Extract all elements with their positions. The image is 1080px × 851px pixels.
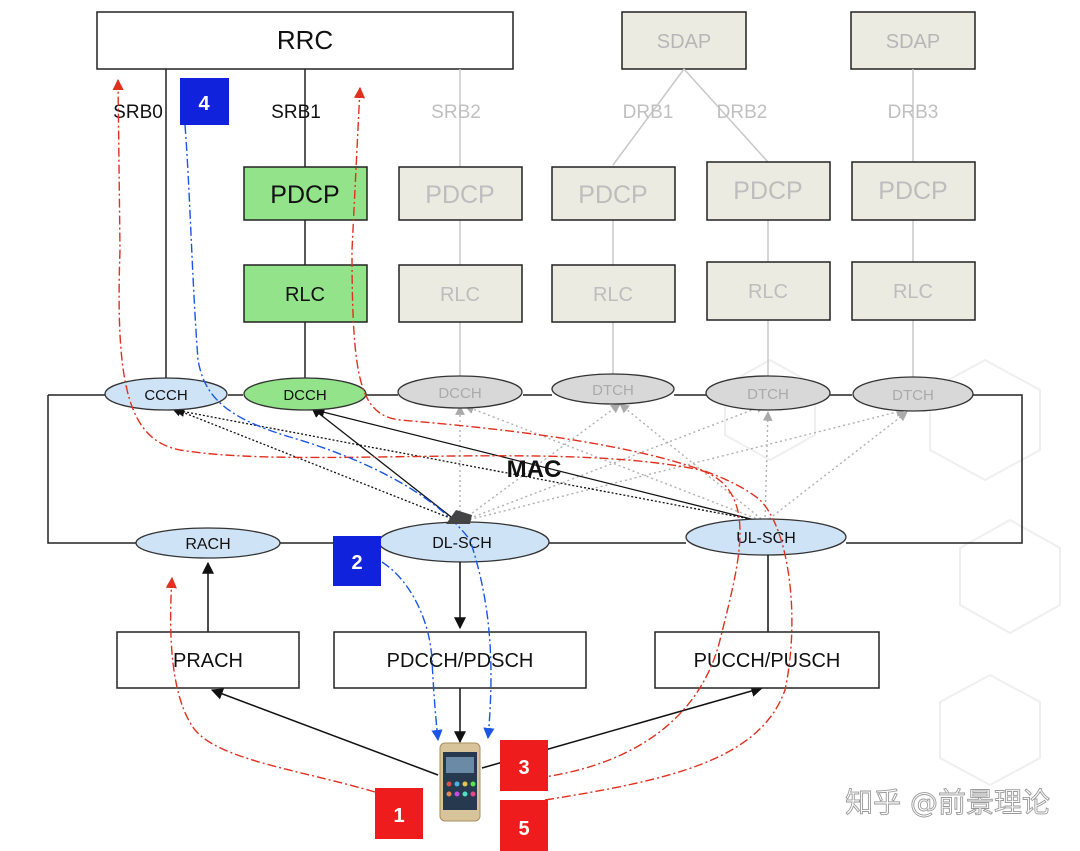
logical-channel-dcch-srb2 [397,375,523,409]
downlink-signalling-paths [184,124,495,742]
transport-channel-ulsch-label: UL-SCH [736,530,796,547]
pdcp-label-srb2: PDCP [425,181,494,209]
step-badge-1: 1 [375,788,423,839]
rlc-label-drb3: RLC [893,281,933,303]
bearer-lines [165,68,914,383]
sdap-box-right [850,11,976,70]
physical-channel-pdcch-pdsch-label: PDCCH/PDSCH [387,650,534,672]
rlc-label-srb2: RLC [440,284,480,306]
step-badge-1-label: 1 [393,805,404,827]
transport-channel-dlsch-label: DL-SCH [432,535,492,552]
rlc-box-srb1 [243,264,368,323]
pdcp-box-srb1 [243,166,368,221]
step-badge-5-label: 5 [518,818,529,840]
rlc-label-drb2: RLC [748,281,788,303]
pdcp-label-drb3: PDCP [878,177,947,205]
transport-channel-ulsch [685,518,847,556]
rlc-label-drb1: RLC [593,284,633,306]
pdcp-label-srb1: PDCP [270,181,339,209]
logical-channel-dtch-drb2-label: DTCH [747,386,789,403]
sdap-label-right: SDAP [886,31,940,53]
sdap-label-left: SDAP [657,31,711,53]
active-mappings [171,406,756,521]
bearer-label-srb1: SRB1 [271,102,321,123]
rrc-box [96,11,514,70]
mac-label: MAC [507,456,562,483]
mac-frame [47,394,1023,544]
physical-channel-pdcch-pdsch [333,631,587,689]
bearer-label-srb2: SRB2 [431,102,481,123]
step-badge-5: 5 [500,800,548,851]
pdcp-box-srb2 [398,166,523,221]
logical-channel-dtch-drb3-label: DTCH [892,387,934,404]
physical-channel-pucch-pusch [654,631,880,689]
logical-channel-dtch-drb3 [852,376,974,412]
pdcp-label-drb1: PDCP [578,181,647,209]
logical-channel-dtch-drb1-label: DTCH [592,382,634,399]
step-badge-3-label: 3 [518,757,529,779]
physical-channel-pucch-pusch-label: PUCCH/PUSCH [694,650,841,672]
pdcp-box-drb1 [551,166,676,221]
step-badge-4-label: 4 [198,93,210,115]
logical-channel-dcch-srb1-label: DCCH [283,387,326,404]
pdcp-box-drb3 [851,161,976,221]
bearer-label-drb1: DRB1 [623,102,674,123]
logical-channel-dcch-srb1 [243,377,367,411]
physical-channel-prach [116,631,300,689]
transport-channel-rach [135,527,281,559]
logical-channel-dtch-drb2 [705,375,831,411]
step-badge-3: 3 [500,740,548,791]
rlc-box-srb2 [398,264,523,323]
uplink-signalling-paths [112,78,793,801]
physical-channel-prach-label: PRACH [173,650,243,672]
bearer-label-drb2: DRB2 [717,102,768,123]
dlsch-junction-marker [446,510,472,524]
step-badge-4: 4 [180,78,229,125]
step-badge-2-label: 2 [351,552,362,574]
step-badge-2: 2 [333,536,381,586]
logical-channel-dcch-srb2-label: DCCH [438,385,481,402]
phone-icon [439,742,481,822]
pdcp-label-drb2: PDCP [733,177,802,205]
rlc-label-srb1: RLC [285,284,325,306]
pdcp-box-drb2 [706,161,831,221]
logical-channel-ccch-label: CCCH [144,387,187,404]
watermark: 知乎 @前景理论 [845,786,1050,819]
rlc-box-drb2 [706,261,831,321]
rrc-label: RRC [277,25,333,55]
logical-channel-dtch-drb1 [551,373,675,405]
bearer-label-drb3: DRB3 [888,102,939,123]
bearer-label-srb0: SRB0 [113,102,163,123]
logical-channel-ccch [104,377,228,411]
transport-channel-rach-label: RACH [185,536,230,553]
rlc-box-drb3 [851,261,976,321]
rlc-box-drb1 [551,264,676,323]
